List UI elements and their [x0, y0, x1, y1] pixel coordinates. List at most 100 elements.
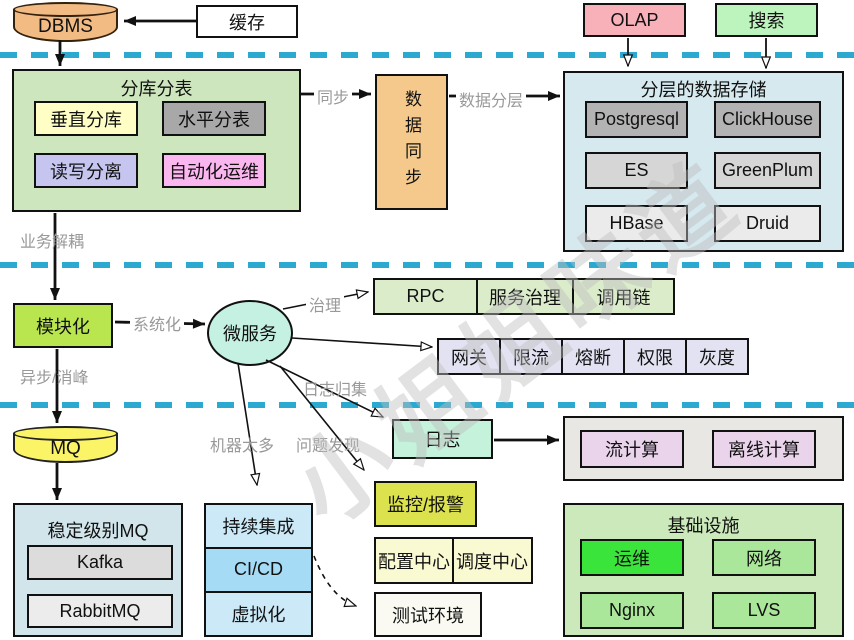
- business-decoupling-edge-label: 业务解耦: [20, 234, 85, 251]
- layered-storage-container: 分层的数据存储 Postgresql ClickHouse ES GreenPl…: [563, 71, 844, 252]
- dispatch-center-label: 调度中心: [456, 551, 528, 572]
- dispatch-center-box: 调度中心: [451, 537, 533, 584]
- hbase-box: HBase: [585, 205, 688, 242]
- arrow-microservice-to-gateway: [291, 337, 432, 347]
- search-label: 搜索: [748, 11, 785, 31]
- monitor-alert-label: 监控/报警: [386, 495, 464, 515]
- permission-box: 权限: [622, 338, 688, 375]
- auto-ops-box: 自动化运维: [162, 153, 266, 188]
- async-peak-edge-label: 异步/消峰: [20, 370, 89, 387]
- greenplum-label: GreenPlum: [721, 160, 814, 180]
- test-env-box: 测试环境: [374, 592, 482, 637]
- dbms-cylinder-top: [13, 2, 118, 17]
- governance-edge-label: 治理: [306, 292, 345, 316]
- centers-row: 配置中心 调度中心: [374, 537, 533, 584]
- rpc-label: RPC: [406, 286, 445, 306]
- rpc-box: RPC: [373, 278, 478, 315]
- data-sync-label: 数据同步: [402, 90, 421, 194]
- section-separator-2: [0, 262, 854, 268]
- monitor-alert-box: 监控/报警: [374, 481, 477, 527]
- kafka-label: Kafka: [76, 552, 124, 572]
- cicd-box: CI/CD: [204, 546, 313, 594]
- config-center-label: 配置中心: [378, 551, 450, 572]
- stable-mq-container: 稳定级别MQ Kafka RabbitMQ: [13, 503, 183, 637]
- sync-edge-label: 同步: [314, 84, 353, 108]
- mq-label: MQ: [50, 438, 81, 459]
- call-chain-label: 调用链: [596, 287, 651, 308]
- sharding-title: 分库分表: [120, 79, 193, 99]
- search-box: 搜索: [715, 3, 818, 37]
- olap-label: OLAP: [610, 9, 659, 30]
- gateway-box: 网关: [437, 338, 501, 375]
- microservice-label: 微服务: [223, 324, 277, 344]
- permission-label: 权限: [637, 347, 673, 368]
- circuit-break-box: 熔断: [561, 338, 625, 375]
- horizontal-split-box: 水平分表: [162, 101, 266, 136]
- gray-release-box: 灰度: [685, 338, 749, 375]
- stream-computing-label: 流计算: [605, 440, 659, 460]
- mq-cylinder: MQ: [13, 426, 118, 463]
- ops-box: 运维: [580, 539, 684, 576]
- read-write-split-label: 读写分离: [50, 161, 122, 182]
- greenplum-box: GreenPlum: [714, 152, 821, 189]
- olap-box: OLAP: [583, 3, 686, 37]
- continuous-integration-box: 持续集成: [204, 503, 313, 550]
- druid-label: Druid: [745, 213, 789, 233]
- rpc-row: RPC 服务治理 调用链: [373, 278, 675, 315]
- log-box: 日志: [392, 419, 493, 459]
- postgresql-label: Postgresql: [593, 109, 680, 129]
- kafka-box: Kafka: [27, 545, 173, 580]
- lvs-box: LVS: [712, 592, 816, 629]
- data-layering-edge-label: 数据分层: [456, 87, 527, 111]
- arrow-microservice-to-ci: [237, 362, 257, 485]
- test-env-label: 测试环境: [392, 605, 464, 626]
- config-center-box: 配置中心: [374, 537, 454, 584]
- es-label: ES: [624, 160, 649, 180]
- network-label: 网络: [746, 548, 782, 569]
- clickhouse-box: ClickHouse: [714, 101, 821, 138]
- layered-storage-title: 分层的数据存储: [640, 80, 767, 100]
- network-box: 网络: [712, 539, 816, 576]
- gray-release-label: 灰度: [699, 347, 735, 368]
- druid-box: Druid: [714, 205, 821, 242]
- ci-stack: 持续集成 CI/CD 虚拟化: [204, 503, 313, 637]
- vertical-split-box: 垂直分库: [34, 101, 138, 136]
- service-governance-box: 服务治理: [475, 278, 575, 315]
- virtualization-box: 虚拟化: [204, 590, 313, 637]
- section-separator-1: [0, 52, 854, 58]
- service-governance-label: 服务治理: [489, 287, 561, 308]
- rate-limit-label: 限流: [513, 347, 549, 368]
- clickhouse-label: ClickHouse: [721, 109, 814, 129]
- offline-computing-box: 离线计算: [712, 430, 816, 468]
- offline-computing-label: 离线计算: [728, 440, 800, 460]
- lvs-label: LVS: [747, 600, 781, 620]
- cache-label: 缓存: [229, 12, 265, 33]
- circuit-break-label: 熔断: [575, 347, 611, 368]
- dbms-cylinder: DBMS: [13, 2, 118, 42]
- computing-container: 流计算 离线计算: [563, 416, 844, 481]
- arrow-cicd-to-testenv: [313, 555, 356, 606]
- section-separator-3: [0, 402, 854, 408]
- log-collection-edge-label: 日志归集: [303, 382, 368, 399]
- call-chain-box: 调用链: [572, 278, 675, 315]
- rabbitmq-box: RabbitMQ: [27, 594, 173, 628]
- auto-ops-label: 自动化运维: [169, 161, 259, 182]
- systemization-edge-label: 系统化: [130, 311, 185, 335]
- log-label: 日志: [424, 430, 461, 450]
- stream-computing-box: 流计算: [580, 430, 684, 468]
- hbase-label: HBase: [609, 213, 664, 233]
- infrastructure-title: 基础设施: [667, 516, 740, 536]
- ops-label: 运维: [614, 548, 650, 569]
- data-sync-box: 数据同步: [375, 74, 448, 210]
- vertical-split-label: 垂直分库: [50, 109, 122, 130]
- microservice-ellipse: 微服务: [207, 300, 293, 366]
- stable-mq-title: 稳定级别MQ: [47, 521, 149, 541]
- rabbitmq-label: RabbitMQ: [59, 600, 141, 621]
- modularization-box: 模块化: [13, 303, 113, 348]
- cicd-label: CI/CD: [234, 559, 283, 580]
- virtualization-label: 虚拟化: [231, 604, 286, 625]
- horizontal-split-label: 水平分表: [178, 109, 250, 130]
- modularization-label: 模块化: [36, 316, 90, 337]
- rate-limit-box: 限流: [498, 338, 564, 375]
